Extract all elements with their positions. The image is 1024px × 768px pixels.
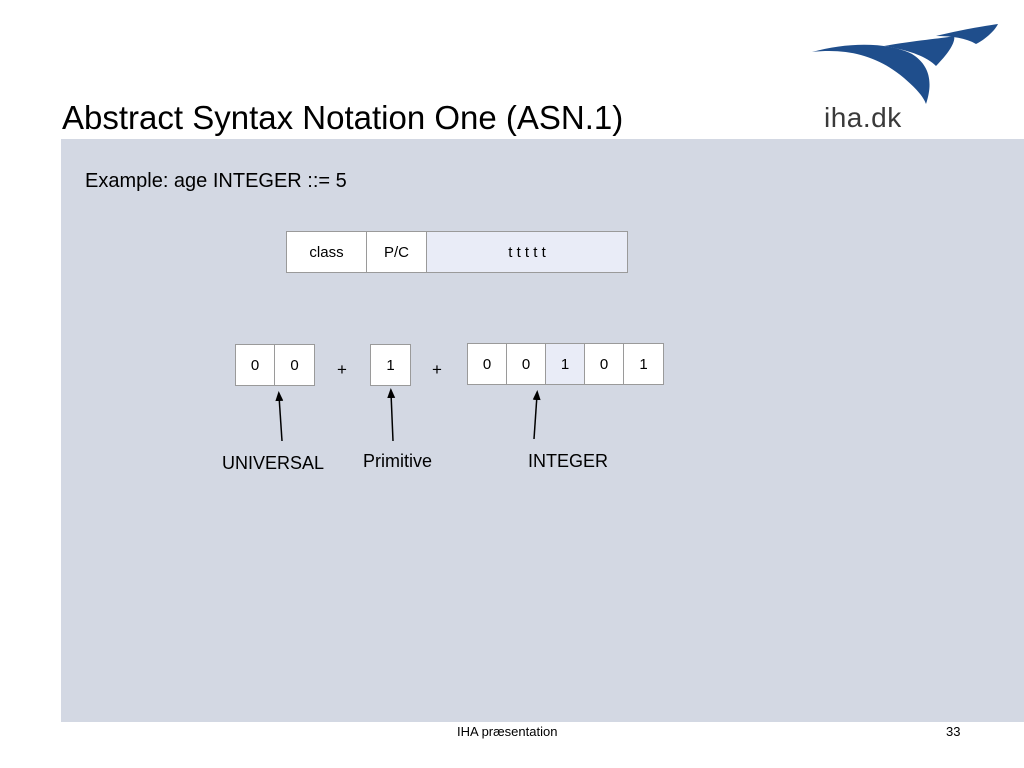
pc-bit-box: 1 [370,344,411,386]
logo-text: iha.dk [824,102,902,133]
example-text: Example: age INTEGER ::= 5 [85,170,347,192]
label-integer: INTEGER [528,451,609,471]
label-primitive: Primitive [363,451,433,471]
tag-bit: 0 [507,344,546,384]
class-bits-box: 0 0 [235,344,315,386]
tag-bits-box: 0 0 1 0 1 [467,343,664,385]
identifier-octet-header: class P/C t t t t t [286,231,628,273]
arrow-to-pc [387,388,396,442]
header-class-cell: class [287,232,367,272]
tag-bit: 0 [468,344,507,384]
header-tag-cell: t t t t t [427,232,627,272]
label-universal: UNIVERSAL [222,453,325,473]
tag-bit: 1 [546,344,585,384]
slide-title: Abstract Syntax Notation One (ASN.1) [62,99,624,136]
plus-operator: + [337,360,347,379]
plus-operator: + [432,360,442,379]
pc-bit: 1 [386,356,395,374]
page-number: 33 [946,724,961,739]
arrow-to-tag [532,390,541,440]
class-bit: 0 [290,356,299,374]
footer-text: IHA præsentation [457,724,558,739]
header-pc-cell: P/C [367,232,427,272]
class-bit: 0 [236,345,275,385]
arrow-to-class [275,391,284,442]
logo-swoosh-icon [812,24,998,104]
tag-bit: 1 [639,355,648,373]
iha-logo: iha.dk [808,20,1004,136]
tag-bit: 0 [585,344,624,384]
